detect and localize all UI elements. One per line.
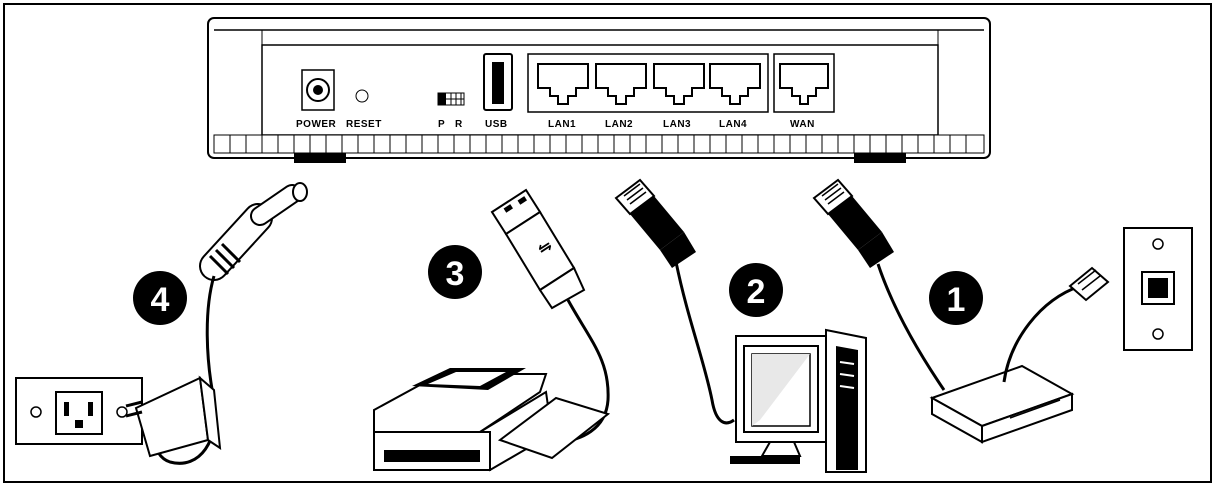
lan3-port-label: LAN3 (663, 119, 691, 130)
reset-port-label: RESET (346, 119, 382, 130)
switch-r-label: R (455, 119, 463, 130)
lan2-port-label: LAN2 (605, 119, 633, 130)
power-adapter-icon (125, 375, 222, 458)
step-4-number: 4 (151, 281, 170, 319)
phone-cable (1002, 284, 1081, 383)
switch-p-label: P (438, 119, 445, 130)
phone-plug-icon (1068, 266, 1110, 302)
step-1-marker: 1 (929, 271, 983, 325)
lan-cable (674, 261, 735, 425)
lan4-port-label: LAN4 (719, 119, 747, 130)
reset-button-icon (355, 89, 369, 103)
wall-outlet-icon (15, 377, 143, 445)
lan2-port-icon (595, 63, 647, 105)
usb-port-label: USB (485, 119, 508, 130)
wan-cable (876, 263, 946, 391)
wan-port-icon (779, 63, 829, 105)
lan1-port-icon (537, 63, 589, 105)
printer-icon (373, 368, 611, 472)
step-2-marker: 2 (729, 263, 783, 317)
lan4-port-icon (709, 63, 761, 105)
computer-icon (730, 328, 867, 473)
lan-connector-2-icon (614, 178, 696, 268)
usb-cable (559, 299, 610, 444)
diagram-border (3, 3, 1212, 483)
power-jack-icon (301, 69, 335, 111)
lan1-port-label: LAN1 (548, 119, 576, 130)
wan-port-label: WAN (790, 119, 815, 130)
usb-plug-icon: ⇋ (490, 188, 586, 310)
step-4-marker: 4 (133, 271, 187, 325)
mode-switch-icon (437, 92, 465, 106)
usb-port-icon (483, 53, 513, 111)
phone-jack-icon (1123, 227, 1193, 351)
lan3-port-icon (653, 63, 705, 105)
step-1-number: 1 (947, 281, 966, 319)
step-3-marker: 3 (428, 245, 482, 299)
router-foot-left (294, 153, 346, 163)
step-2-number: 2 (747, 273, 766, 311)
power-port-label: POWER (296, 119, 337, 130)
step-3-number: 3 (446, 255, 465, 293)
wan-connector-icon (812, 178, 894, 268)
router-foot-right (854, 153, 906, 163)
power-plug-icon (199, 182, 308, 281)
modem-icon (929, 364, 1075, 444)
